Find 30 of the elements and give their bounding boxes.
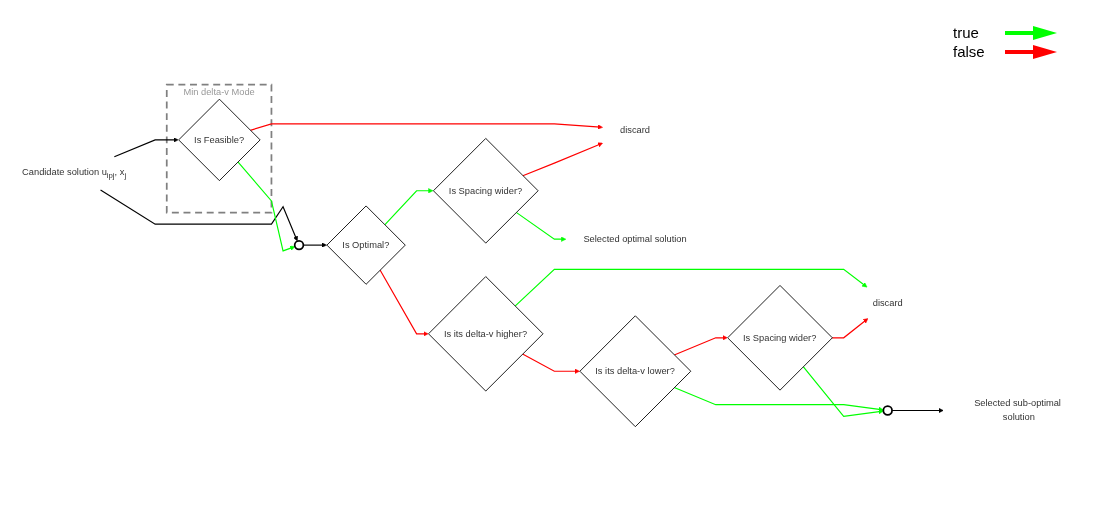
node-diamond: Is Optimal? [326, 205, 406, 285]
arrow [113, 137, 179, 158]
node-diamond: Is Spacing wider? [727, 285, 833, 391]
node-text: Candidate solution u$_{ipj}$, x$_{j}$ [22, 167, 127, 180]
arrow [802, 366, 884, 417]
arrow [384, 188, 434, 226]
node-text: Selected sub-optimal solution [974, 398, 1061, 423]
arrow [379, 269, 429, 337]
arrow [514, 268, 868, 307]
node-diamond: Is its delta-v higher? [428, 276, 544, 392]
arrow [522, 142, 603, 177]
arrow [831, 318, 869, 339]
arrow [891, 408, 944, 414]
arrow [515, 211, 567, 242]
node-text: discard [872, 297, 903, 308]
node-text: Selected optimal solution [583, 234, 687, 244]
legend-label: true [953, 24, 980, 41]
node-circle [882, 405, 893, 416]
arrow [522, 353, 580, 374]
arrow [673, 387, 884, 412]
node-text: discard [620, 124, 651, 135]
legend-label: false [953, 43, 986, 60]
node-diamond: Is Spacing wider? [432, 138, 539, 244]
arrow [673, 335, 728, 356]
arrow [237, 161, 296, 252]
node-diamond: Is Feasible? [178, 98, 261, 182]
arrow [302, 242, 327, 248]
node-circle [293, 240, 305, 251]
node-diamond: Is its delta-v lower? [579, 315, 692, 428]
arrow [99, 189, 298, 242]
